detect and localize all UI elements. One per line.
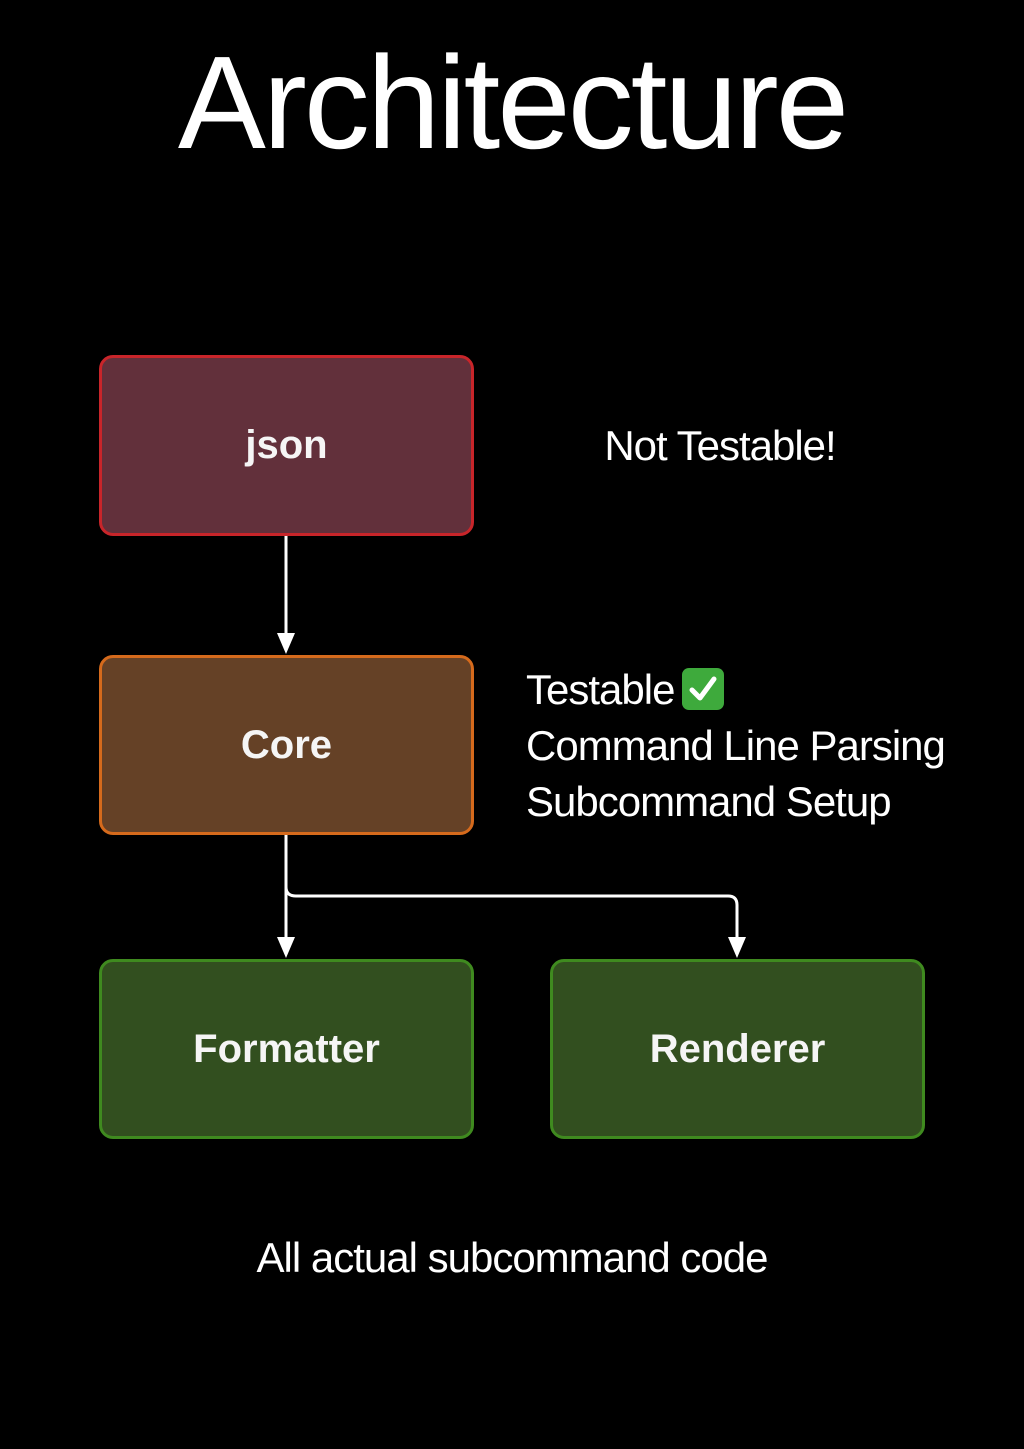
arrowhead-formatter xyxy=(277,937,295,958)
core-notes: Testable Command Line Parsing Subcommand… xyxy=(526,662,946,830)
core-box-label: Core xyxy=(240,722,333,767)
check-mark-icon xyxy=(682,668,725,710)
core-note-setup: Subcommand Setup xyxy=(526,778,892,825)
renderer-box-label: Renderer xyxy=(649,1026,826,1071)
arrowhead-renderer xyxy=(728,937,746,958)
renderer-box: Renderer xyxy=(550,959,925,1139)
json-box-label: json xyxy=(245,423,328,467)
core-note-parsing: Command Line Parsing xyxy=(526,722,946,769)
arrowhead-core xyxy=(277,633,295,654)
arrow-core-to-renderer xyxy=(284,886,739,940)
formatter-box-label: Formatter xyxy=(193,1026,380,1071)
page-title: Architecture xyxy=(177,29,849,176)
core-note-testable-line: Testable xyxy=(526,662,945,718)
bottom-note: All actual subcommand code xyxy=(256,1234,769,1281)
json-box: json xyxy=(99,355,474,536)
formatter-box: Formatter xyxy=(99,959,474,1139)
core-box: Core xyxy=(99,655,474,835)
core-note-testable: Testable xyxy=(526,666,675,713)
json-note: Not Testable! xyxy=(604,422,836,469)
